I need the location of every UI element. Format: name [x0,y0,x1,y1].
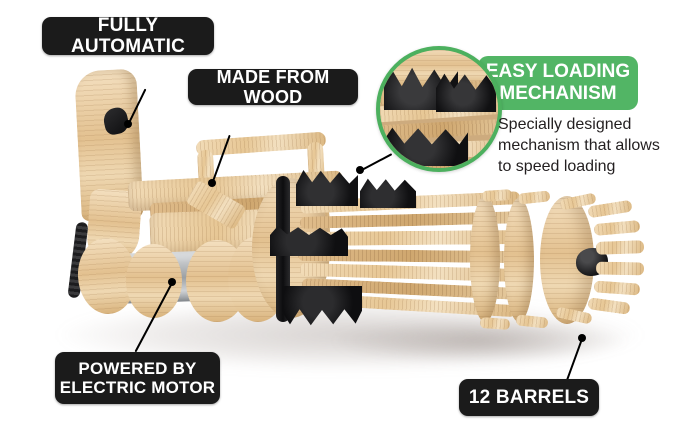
barrel-dowel-12 [479,316,511,331]
feature-badge-line2: MECHANISM [499,83,617,104]
barrel-dowel-2 [593,220,641,236]
muzzle-disc-rear [470,196,500,322]
callout-made-from-wood[interactable]: MADE FROM WOOD [188,66,358,107]
callout-powered-by-electric-motor[interactable]: POWERED BY ELECTRIC MOTOR [55,352,220,404]
muzzle-disc-mid [504,198,534,322]
rubber-band-cluster-top-2 [360,178,416,208]
feature-badge-easy-loading[interactable]: EASY LOADING MECHANISM [478,56,638,110]
feature-badge-line1: EASY LOADING [485,60,631,82]
loading-mechanism-closeup [376,46,502,172]
leader-dot-fully-automatic [124,120,132,128]
barrel-dowel-11 [481,188,513,203]
callout-twelve-barrels[interactable]: 12 BARRELS [459,379,599,416]
barrel-dowel-5 [593,280,641,296]
callout-twelve-barrels-label: 12 BARRELS [468,386,590,408]
barrel-dowel-3 [595,240,645,255]
callout-powered-by-motor-line1: POWERED BY [78,358,197,378]
callout-fully-automatic[interactable]: FULLY AUTOMATIC [42,14,214,57]
feature-description-line3: to speed loading [498,157,616,175]
leader-dot-powered-by-motor [168,278,176,286]
callout-powered-by-motor-line2: ELECTRIC MOTOR [59,378,216,397]
feature-description-line2: mechanism that allows [498,136,660,154]
leader-dot-loading-mechanism [356,166,364,174]
barrel-dowel-10 [515,314,549,329]
feature-description-line1: Specially designed [498,116,632,133]
barrel-dowel-6 [587,297,631,315]
barrel-dowel-9 [517,190,551,205]
closeup-rubber-cluster-2 [436,73,496,112]
callout-fully-automatic-label: FULLY AUTOMATIC [70,14,186,57]
barrel-dowel-4 [595,261,645,276]
rubber-band-cluster-bottom [282,286,362,326]
feature-description: Specially designed mechanism that allows… [498,115,688,177]
leader-dot-made-from-wood [208,179,216,187]
leader-dot-twelve-barrels [578,334,586,342]
callout-made-from-wood-label: MADE FROM WOOD [216,66,330,107]
